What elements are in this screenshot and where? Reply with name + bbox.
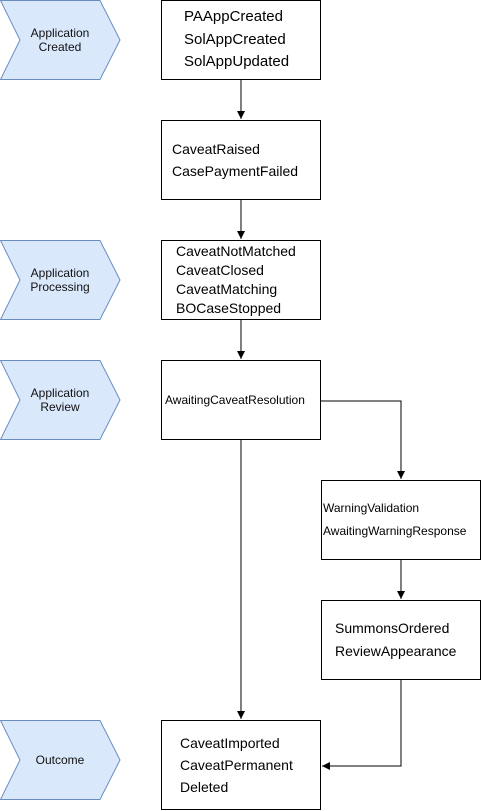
box-outcome: CaveatImported CaveatPermanent Deleted — [161, 720, 321, 810]
state-label: SolAppCreated — [184, 30, 286, 48]
stage-application-created: Application Created — [0, 0, 121, 81]
stage-label: Application Processing — [30, 266, 90, 294]
state-label: CaveatRaised — [172, 141, 260, 157]
state-label: AwaitingWarningResponse — [323, 524, 467, 538]
state-label: WarningValidation — [323, 501, 420, 515]
box-application-created: PAAppCreated SolAppCreated SolAppUpdated — [161, 0, 321, 80]
state-label: CaveatClosed — [176, 262, 264, 278]
stage-outcome: Outcome — [0, 720, 121, 801]
state-label: CaveatMatching — [176, 281, 278, 297]
state-label: CaveatPermanent — [180, 757, 293, 773]
stage-label: Outcome — [35, 753, 85, 767]
arrow-summons-to-outcome — [322, 680, 402, 770]
state-label: CaveatNotMatched — [176, 243, 296, 259]
box-application-processing: CaveatNotMatched CaveatClosed CaveatMatc… — [161, 240, 321, 320]
state-label: ReviewAppearance — [335, 643, 457, 659]
state-label: AwaitingCaveatResolution — [165, 393, 305, 407]
state-label: BOCaseStopped — [176, 300, 282, 316]
stage-label: Application Review — [30, 386, 90, 414]
state-label: PAAppCreated — [184, 8, 283, 26]
box-awaiting-caveat-resolution: AwaitingCaveatResolution — [161, 360, 321, 440]
arrow-awaiting-to-warning — [321, 400, 405, 479]
box-caveat-raised: CaveatRaised CasePaymentFailed — [161, 120, 321, 200]
stage-application-review: Application Review — [0, 360, 121, 441]
state-label: Deleted — [180, 779, 229, 795]
state-label: SummonsOrdered — [335, 620, 450, 636]
box-summons: SummonsOrdered ReviewAppearance — [321, 600, 481, 680]
state-label: CasePaymentFailed — [172, 163, 299, 179]
box-warning: WarningValidation AwaitingWarningRespons… — [321, 480, 481, 560]
stage-label: Application Created — [30, 26, 90, 54]
stage-application-processing: Application Processing — [0, 240, 121, 321]
state-label: SolAppUpdated — [184, 53, 290, 71]
state-label: CaveatImported — [180, 735, 280, 751]
